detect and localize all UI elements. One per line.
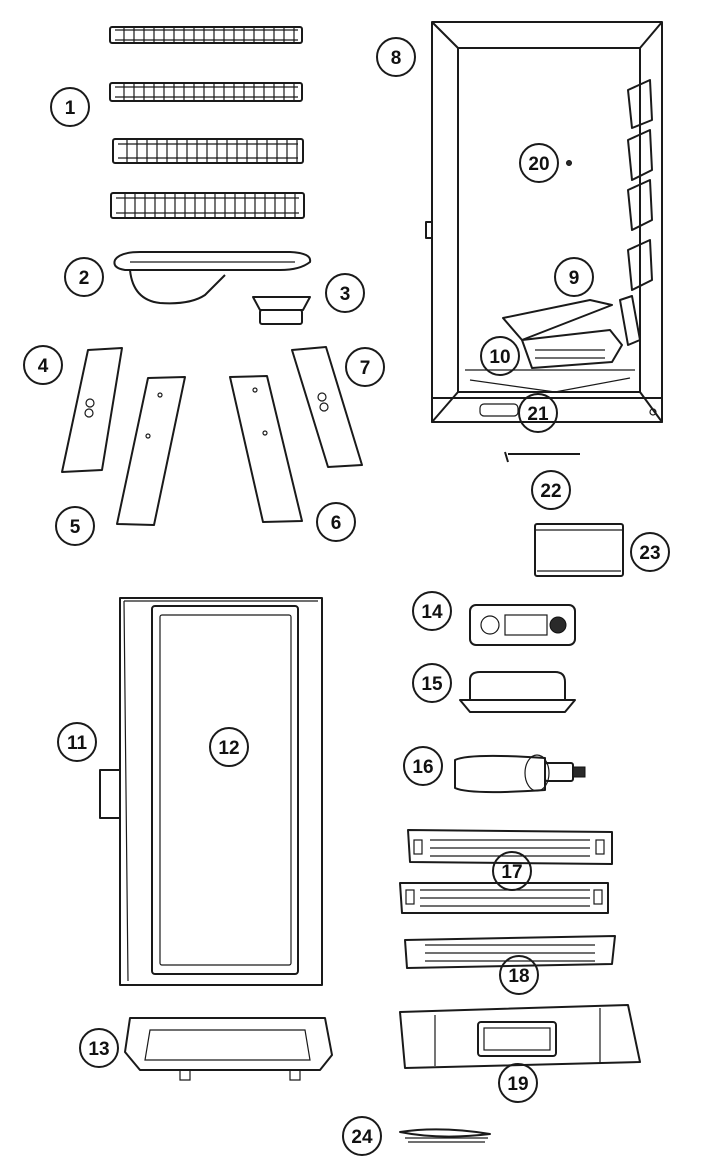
cooking-rack [109,82,303,102]
cooking-rack [112,138,304,164]
cooking-racks [109,26,305,219]
base [399,1004,641,1069]
door [99,597,323,986]
callout-number-8: 8 [391,48,402,69]
callout-22: 22 [531,470,571,510]
callout-number-17: 17 [501,862,522,883]
right-front-rack-support [291,346,363,468]
callout-1: 1 [50,87,90,127]
callout-number-14: 14 [421,602,443,623]
callout-number-23: 23 [639,543,660,564]
callout-2: 2 [64,257,104,297]
callout-number-9: 9 [569,268,580,289]
callout-23: 23 [630,532,670,572]
cooking-rack [110,192,305,219]
callout-8: 8 [376,37,416,77]
callout-13: 13 [79,1028,119,1068]
callout-5: 5 [55,506,95,546]
rack-guides [627,79,653,291]
callout-10: 10 [480,336,520,376]
callout-17: 17 [492,851,532,891]
callout-14: 14 [412,591,452,631]
left-front-rack-support [61,347,123,473]
hardware [399,1128,491,1143]
callout-19: 19 [498,1063,538,1103]
callout-number-18: 18 [508,966,529,987]
callout-9: 9 [554,257,594,297]
right-rear-rack-support [229,375,303,523]
water-bowl [113,251,312,305]
callout-number-7: 7 [360,358,371,379]
callout-18: 18 [499,955,539,995]
wood-chip-tray [252,296,311,325]
callout-number-13: 13 [88,1039,109,1060]
drip-tray [124,1017,333,1081]
door-window [159,614,292,966]
callout-15: 15 [412,663,452,703]
callout-7: 7 [345,347,385,387]
wood-chip-loader [454,754,586,794]
callout-number-4: 4 [38,356,49,377]
callout-6: 6 [316,502,356,542]
callout-number-3: 3 [340,284,351,305]
callout-number-11: 11 [67,733,88,754]
callout-number-20: 20 [528,154,549,175]
meat-probe [504,451,580,463]
callout-number-2: 2 [79,268,90,289]
callout-11: 11 [57,722,97,762]
callout-24: 24 [342,1116,382,1156]
temperature-probe [566,160,572,166]
callout-20: 20 [519,143,559,183]
heating-element [521,329,623,369]
callout-number-5: 5 [70,517,81,538]
handle [459,671,576,713]
rear-base-bracket [404,935,616,969]
callout-number-6: 6 [331,513,342,534]
callout-21: 21 [518,393,558,433]
callout-16: 16 [403,746,443,786]
callout-3: 3 [325,273,365,313]
left-rear-rack-support [116,376,186,526]
manual [534,523,624,577]
callout-4: 4 [23,345,63,385]
callout-number-19: 19 [507,1074,528,1095]
callout-number-12: 12 [218,738,239,759]
callouts: 1 2 3 4 5 6 7 8 9 10 11 12 13 14 15 16 1… [23,37,670,1156]
smoker-body [425,21,663,423]
callout-number-16: 16 [412,757,433,778]
base-brackets [399,829,613,914]
callout-number-22: 22 [540,481,561,502]
callout-number-1: 1 [65,98,76,119]
callout-12: 12 [209,727,249,767]
cooking-rack [109,26,303,44]
callout-number-10: 10 [489,347,510,368]
callout-number-24: 24 [351,1127,373,1148]
callout-number-21: 21 [527,404,549,425]
heat-deflector [502,295,641,346]
callout-number-15: 15 [421,674,443,695]
control-panel [469,604,576,646]
